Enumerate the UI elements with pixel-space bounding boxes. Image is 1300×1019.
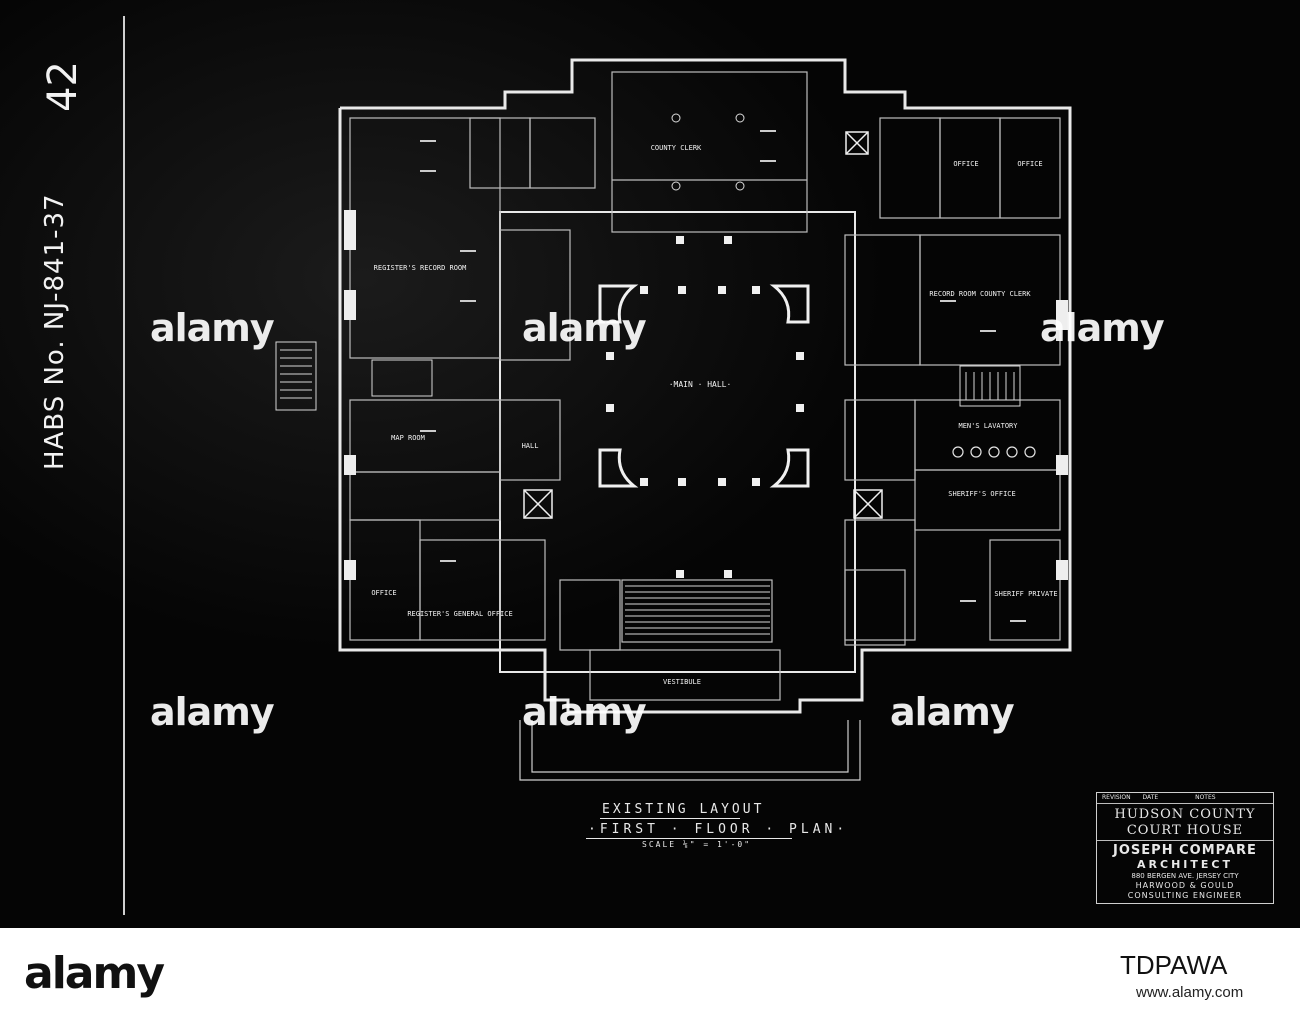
title-block-header: REVISION DATE NOTES [1097, 793, 1273, 804]
watermark-right-lower: alamy [890, 690, 1015, 734]
entrance-stair-treads [625, 585, 770, 635]
title-block-address: 880 BERGEN AVE. JERSEY CITY [1131, 872, 1239, 880]
title-block-engineer-line2: CONSULTING ENGINEER [1127, 891, 1243, 900]
sheet-page-number: 42 [40, 61, 86, 112]
room-label-office-right-2: OFFICE [1017, 160, 1042, 168]
room-label-office-right-1: OFFICE [953, 160, 978, 168]
dimension-ticks [420, 130, 1026, 622]
title-block-engineer-line1: HARWOOD & GOULD [1135, 881, 1235, 890]
clerk-fixtures [671, 113, 745, 191]
room-label-office-left: OFFICE [371, 589, 396, 597]
watermark-right-upper: alamy [1040, 306, 1165, 350]
room-label-sheriffs-office: SHERIFF'S OFFICE [948, 490, 1015, 498]
interior-walls [349, 71, 1061, 701]
watermark-left-lower: alamy [150, 690, 275, 734]
main-hall-columns [606, 236, 804, 578]
room-label-main-hall: ·MAIN · HALL· [669, 380, 732, 389]
room-label-hall: HALL [522, 442, 539, 450]
caption-scale: SCALE ⅛" = 1'-0" [642, 840, 752, 849]
room-label-registers-record-room: REGISTER'S RECORD ROOM [374, 264, 467, 272]
title-block-client-line1: HUDSON COUNTY [1114, 807, 1256, 822]
room-label-record-room-county-clerk: RECORD ROOM COUNTY CLERK [929, 290, 1031, 298]
elevator-shafts [523, 131, 883, 519]
watermark-center-lower: alamy [522, 690, 647, 734]
title-block-architect-name: JOSEPH COMPARE [1113, 843, 1257, 858]
title-block-notes-header: NOTES [1195, 794, 1216, 801]
caption-existing-layout: EXISTING LAYOUT [602, 802, 765, 817]
habs-catalog-number: HABS No. NJ-841-37 [40, 193, 70, 470]
watermark-left-upper: alamy [150, 306, 275, 350]
room-label-county-clerk: COUNTY CLERK [651, 144, 702, 152]
window-piers [344, 210, 1068, 580]
room-label-map-room: MAP ROOM [391, 434, 425, 442]
blueprint-sheet: COUNTY CLERK REGISTER'S RECORD ROOM RECO… [0, 0, 1300, 928]
room-label-mens-lavatory: MEN'S LAVATORY [958, 422, 1018, 430]
front-terrace [519, 720, 861, 781]
stock-footer [0, 928, 1300, 1019]
room-label-vestibule: VESTIBULE [663, 678, 701, 686]
caption-underline-2 [586, 838, 792, 839]
caption-first-floor-plan: ·FIRST · FLOOR · PLAN· [588, 822, 849, 837]
floor-plan-drawing: COUNTY CLERK REGISTER'S RECORD ROOM RECO… [0, 0, 1300, 928]
title-block: REVISION DATE NOTES HUDSON COUNTY COURT … [1096, 792, 1274, 904]
title-block-architect-title: ARCHITECT [1137, 858, 1233, 871]
title-block-date-header: DATE [1142, 794, 1159, 801]
room-label-sheriff-private: SHERIFF PRIVATE [994, 590, 1057, 598]
title-block-client-line2: COURT HOUSE [1097, 823, 1273, 841]
footer-image-id: TDPAWA [1120, 950, 1228, 980]
footer-logo: alamy [24, 948, 165, 999]
footer-domain: www.alamy.com [1136, 984, 1244, 1001]
side-stairs [275, 341, 1021, 411]
room-label-registers-general-office: REGISTER'S GENERAL OFFICE [407, 610, 512, 618]
caption-underline-1 [600, 818, 740, 819]
title-block-revision-header: REVISION [1102, 794, 1131, 801]
watermark-center-upper: alamy [522, 306, 647, 350]
lavatory-fixtures [952, 446, 1036, 458]
corner-piers [598, 284, 810, 488]
